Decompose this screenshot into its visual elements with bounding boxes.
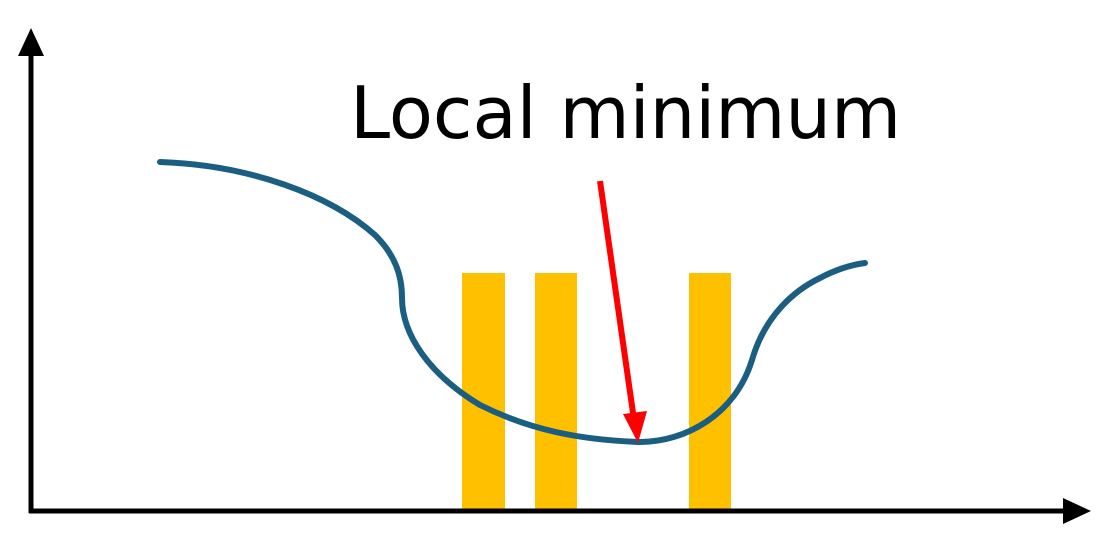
annotation-arrow: [597, 180, 637, 421]
highlight-bar-1: [462, 273, 505, 509]
highlight-bar-2: [535, 273, 577, 509]
annotation-arrowhead: [623, 411, 647, 443]
y-axis-arrowhead: [18, 28, 44, 56]
annotation-label: Local minimum: [350, 71, 901, 155]
highlight-bar-3: [689, 273, 731, 509]
loss-curve: [157, 159, 868, 446]
x-axis-arrowhead: [1063, 498, 1091, 524]
